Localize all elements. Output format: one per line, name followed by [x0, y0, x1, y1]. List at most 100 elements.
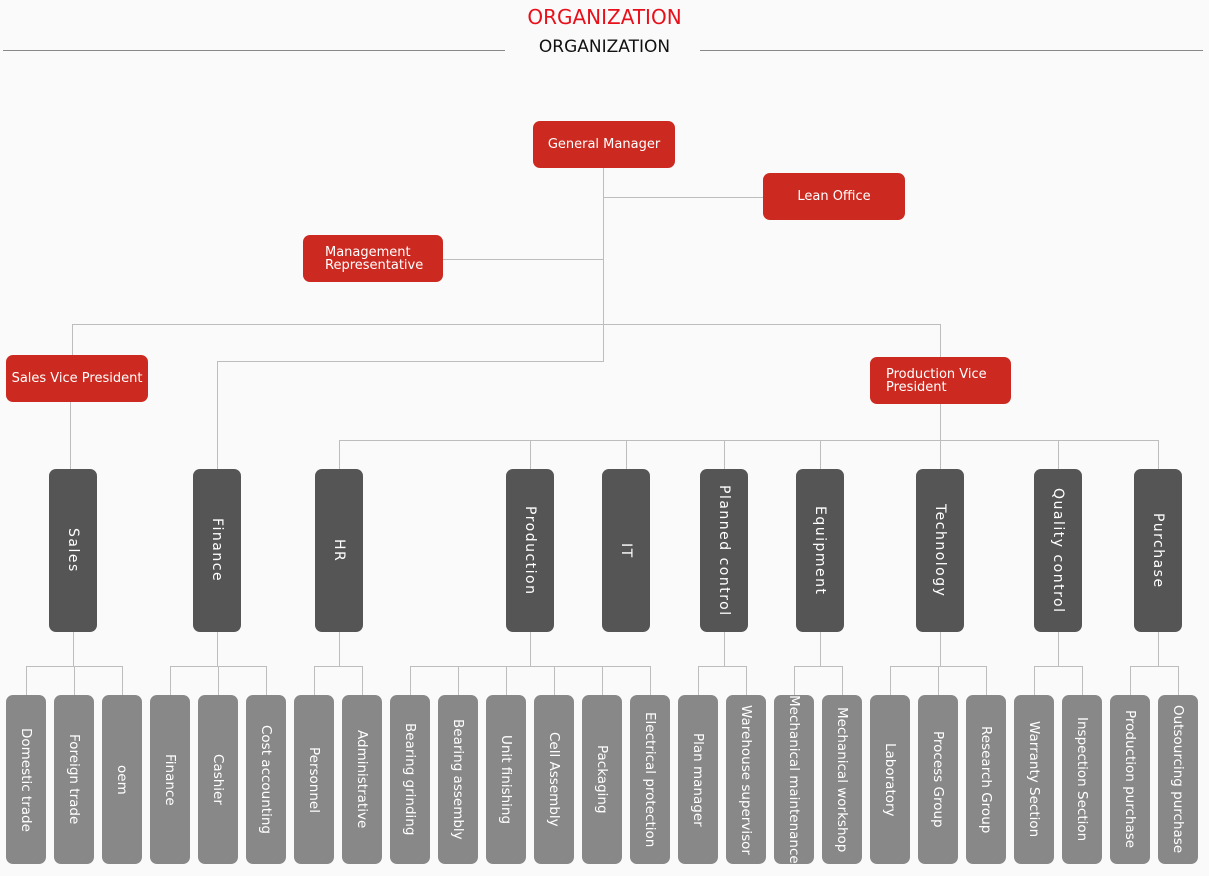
section-mechanical-maintenance[interactable]: Mechanical maintenance [774, 695, 814, 864]
section-cell-assembly[interactable]: Cell Assembly [534, 695, 574, 864]
dept-label: IT [618, 542, 634, 559]
section-label: Bearing grinding [402, 723, 418, 836]
connector [73, 632, 74, 666]
divider-right [700, 50, 1203, 51]
connector [603, 168, 604, 362]
connector [940, 440, 941, 469]
section-foreign-trade[interactable]: Foreign trade [54, 695, 94, 864]
node-sales-vice-president[interactable]: Sales Vice President [6, 355, 148, 402]
node-general-manager[interactable]: General Manager [533, 121, 675, 168]
connector [940, 324, 941, 357]
section-unit-finishing[interactable]: Unit finishing [486, 695, 526, 864]
section-cost-accounting[interactable]: Cost accounting [246, 695, 286, 864]
section-personnel[interactable]: Personnel [294, 695, 334, 864]
section-label: Cell Assembly [546, 732, 562, 827]
section-finance[interactable]: Finance [150, 695, 190, 864]
connector [1158, 632, 1159, 666]
dept-planned-control[interactable]: Planned control [700, 469, 748, 632]
connector [1058, 632, 1059, 666]
connector [724, 632, 725, 666]
connector [314, 666, 315, 695]
connector [1130, 666, 1179, 667]
dept-equipment[interactable]: Equipment [796, 469, 844, 632]
page-title: ORGANIZATION [527, 5, 682, 29]
dept-it[interactable]: IT [602, 469, 650, 632]
dept-production[interactable]: Production [506, 469, 554, 632]
dept-label: Quality control [1050, 487, 1066, 614]
connector [724, 440, 725, 469]
section-warehouse-supervisor[interactable]: Warehouse supervisor [726, 695, 766, 864]
connector [266, 666, 267, 695]
connector [602, 666, 603, 695]
connector [410, 666, 411, 695]
connector [26, 666, 27, 695]
connector [530, 440, 531, 469]
connector [443, 259, 603, 260]
connector [820, 440, 821, 469]
dept-quality-control[interactable]: Quality control [1034, 469, 1082, 632]
section-label: Inspection Section [1074, 717, 1090, 842]
section-label: Outsourcing purchase [1170, 705, 1186, 854]
node-lean-office[interactable]: Lean Office [763, 173, 905, 220]
section-label: Research Group [978, 725, 994, 834]
section-label: Cost accounting [258, 725, 274, 834]
section-electrical-protection[interactable]: Electrical protection [630, 695, 670, 864]
section-warranty-section[interactable]: Warranty Section [1014, 695, 1054, 864]
section-cashier[interactable]: Cashier [198, 695, 238, 864]
dept-purchase[interactable]: Purchase [1134, 469, 1182, 632]
section-label: Cashier [210, 754, 226, 805]
connector [746, 666, 747, 695]
connector [1034, 666, 1035, 695]
dept-label: Production [522, 505, 538, 596]
section-label: Personnel [306, 746, 322, 813]
section-label: Packaging [594, 745, 610, 814]
dept-label: Equipment [812, 505, 828, 596]
section-packaging[interactable]: Packaging [582, 695, 622, 864]
node-management-representative[interactable]: Management Representative [303, 235, 443, 282]
connector [122, 666, 123, 695]
connector [698, 666, 699, 695]
connector [217, 361, 604, 362]
section-label: Administrative [354, 730, 370, 829]
dept-label: Finance [209, 518, 225, 583]
connector [72, 324, 73, 355]
dept-finance[interactable]: Finance [193, 469, 241, 632]
section-process-group[interactable]: Process Group [918, 695, 958, 864]
section-label: Warranty Section [1026, 721, 1042, 838]
connector [74, 666, 75, 695]
section-label: Domestic trade [18, 727, 34, 832]
section-plan-manager[interactable]: Plan manager [678, 695, 718, 864]
connector [842, 666, 843, 695]
connector [339, 440, 340, 469]
dept-hr[interactable]: HR [315, 469, 363, 632]
section-laboratory[interactable]: Laboratory [870, 695, 910, 864]
divider-left [3, 50, 505, 51]
section-label: Production purchase [1122, 710, 1138, 849]
section-production-purchase[interactable]: Production purchase [1110, 695, 1150, 864]
node-production-vice-president[interactable]: Production Vice President [870, 357, 1011, 404]
dept-technology[interactable]: Technology [916, 469, 964, 632]
section-administrative[interactable]: Administrative [342, 695, 382, 864]
section-label: Finance [162, 753, 178, 806]
dept-sales[interactable]: Sales [49, 469, 97, 632]
connector [70, 402, 71, 469]
connector [170, 666, 171, 695]
section-domestic-trade[interactable]: Domestic trade [6, 695, 46, 864]
section-label: Foreign trade [66, 734, 82, 825]
dept-label: Sales [65, 528, 81, 573]
section-research-group[interactable]: Research Group [966, 695, 1006, 864]
section-label: oem [114, 764, 130, 795]
section-label: Electrical protection [642, 711, 658, 848]
section-bearing-grinding[interactable]: Bearing grinding [390, 695, 430, 864]
section-bearing-assembly[interactable]: Bearing assembly [438, 695, 478, 864]
section-oem[interactable]: oem [102, 695, 142, 864]
connector [986, 666, 987, 695]
dept-label: HR [331, 538, 347, 563]
dept-label: Technology [932, 503, 948, 598]
connector [1178, 666, 1179, 695]
section-mechanical-workshop[interactable]: Mechanical workshop [822, 695, 862, 864]
connector [1058, 440, 1059, 469]
connector [890, 666, 891, 695]
section-outsourcing-purchase[interactable]: Outsourcing purchase [1158, 695, 1198, 864]
section-inspection-section[interactable]: Inspection Section [1062, 695, 1102, 864]
